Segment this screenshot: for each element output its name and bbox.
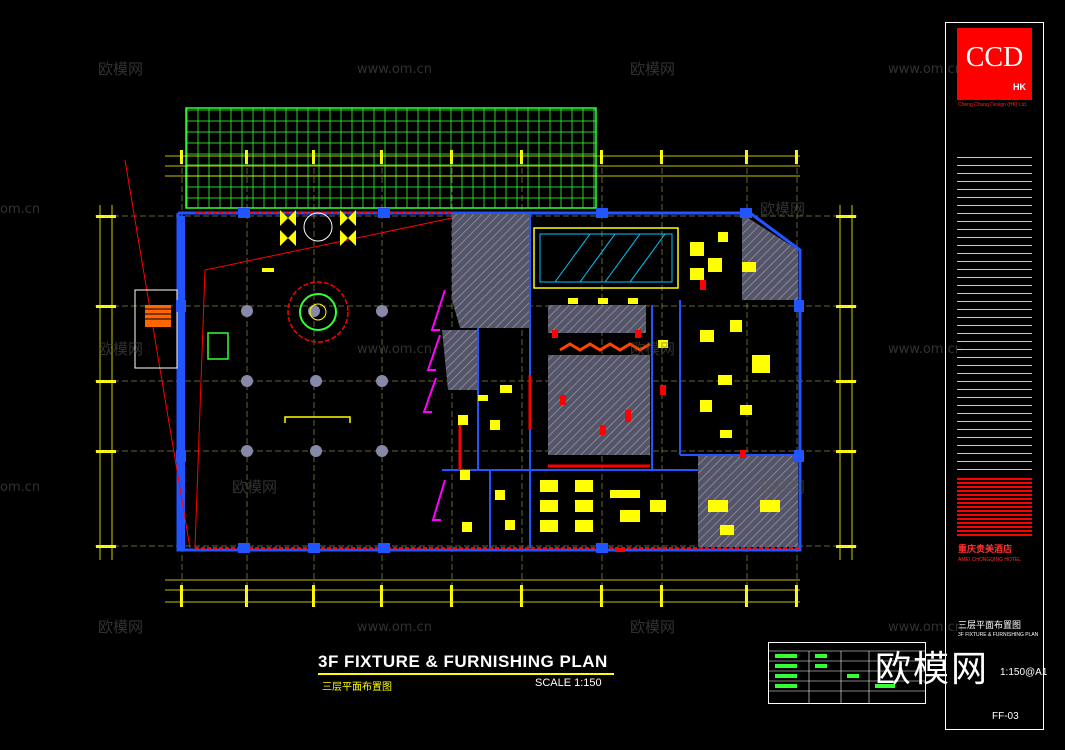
red-markers — [552, 280, 746, 552]
drawing-number: FF-03 — [992, 711, 1019, 722]
drawing-title: 3F FIXTURE & FURNISHING PLAN — [318, 652, 608, 671]
service-cores — [442, 214, 798, 547]
watermark-12: 欧模网 — [232, 478, 278, 496]
big-watermark: 欧模网 — [875, 649, 990, 690]
watermark-10: www.om.cn — [888, 342, 963, 357]
watermark-3: 欧模网 — [630, 60, 676, 78]
watermark-1: 欧模网 — [98, 60, 144, 78]
wall-posts — [176, 208, 804, 553]
watermark-11: om.cn — [0, 480, 41, 495]
drawing-subtitle-cn: 三层平面布置图 — [322, 682, 392, 693]
red-stripe-block — [957, 478, 1032, 536]
watermark-6: 欧模网 — [760, 200, 806, 218]
stage-outline — [284, 416, 351, 423]
drawing-name-en: 3F FIXTURE & FURNISHING PLAN — [958, 632, 1039, 638]
title-block — [945, 22, 1044, 730]
dimension-ticks — [96, 150, 856, 607]
round-feature — [287, 212, 349, 343]
watermark-4: www.om.cn — [888, 62, 963, 77]
logo-text: CCD — [965, 42, 1024, 73]
staircase — [134, 289, 178, 369]
interior-walls — [442, 214, 798, 548]
watermark-7: 欧模网 — [98, 340, 144, 358]
titleblock-scale: 1:150@A1 — [1000, 667, 1048, 678]
logo-sub: HK — [1013, 82, 1026, 92]
revision-lines — [957, 150, 1032, 470]
canopy-grid — [185, 107, 597, 209]
watermark-8: www.om.cn — [357, 342, 432, 357]
fan-fixtures — [280, 210, 356, 246]
decorative-zigzag — [559, 342, 651, 352]
cyan-fixture-block — [533, 227, 679, 289]
watermark-17: 欧模网 — [630, 618, 676, 636]
company-name: Cheng Chung Design (HK) Ltd. — [958, 102, 1028, 108]
columns — [241, 305, 388, 457]
floor-plan-drawing — [95, 107, 860, 608]
drawing-name-cn: 三层平面布置图 — [958, 620, 1022, 630]
watermark-15: 欧模网 — [98, 618, 144, 636]
leader-lines — [124, 159, 453, 549]
planter — [207, 332, 229, 360]
exterior-walls — [176, 211, 802, 552]
furniture — [262, 232, 780, 535]
red-partitions — [458, 375, 650, 470]
project-name-en: AMEI CHONGQING HOTEL — [958, 557, 1022, 563]
watermark-5: om.cn — [0, 202, 41, 217]
watermark-18: www.om.cn — [888, 620, 963, 635]
legend-table — [768, 642, 926, 704]
watermark-13: 欧模网 — [760, 478, 806, 496]
window-bays — [422, 289, 446, 521]
watermark-16: www.om.cn — [357, 620, 432, 635]
drawing-scale: SCALE 1:150 — [535, 677, 602, 689]
watermark-2: www.om.cn — [357, 62, 432, 77]
company-logo: CCD HK — [957, 28, 1032, 100]
title-underline — [318, 673, 614, 675]
project-name-cn: 重庆贵美酒店 — [958, 544, 1013, 554]
watermark-9: 欧模网 — [630, 340, 676, 358]
